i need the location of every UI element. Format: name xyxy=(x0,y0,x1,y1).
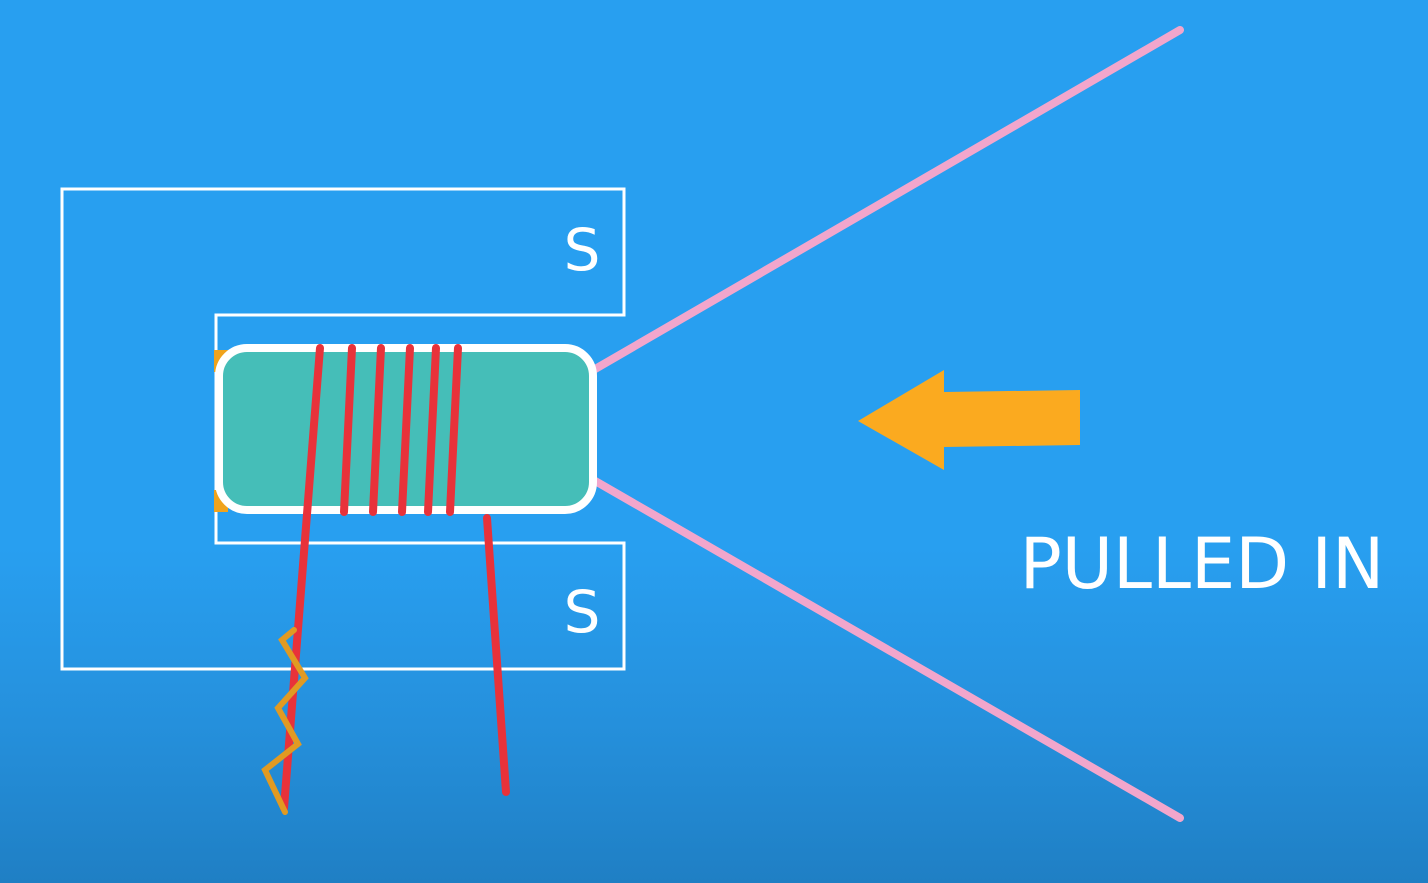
arrow-left-icon xyxy=(858,370,1080,470)
coil-windings xyxy=(340,344,462,516)
coil-turn xyxy=(398,344,414,516)
lower-contact-line xyxy=(586,474,1184,822)
coil-turn xyxy=(340,344,356,516)
top-pole-label: S xyxy=(564,216,601,284)
coil-turn xyxy=(446,344,462,516)
coil-lead-right xyxy=(483,514,510,796)
coil-turn xyxy=(369,344,385,516)
horseshoe-magnet xyxy=(60,187,626,671)
bottom-pole-label: S xyxy=(564,578,601,646)
upper-contact-line xyxy=(586,26,1184,376)
spring-zigzag xyxy=(261,627,309,815)
status-label: PULLED IN xyxy=(1020,523,1385,605)
coil-turn xyxy=(424,344,440,516)
